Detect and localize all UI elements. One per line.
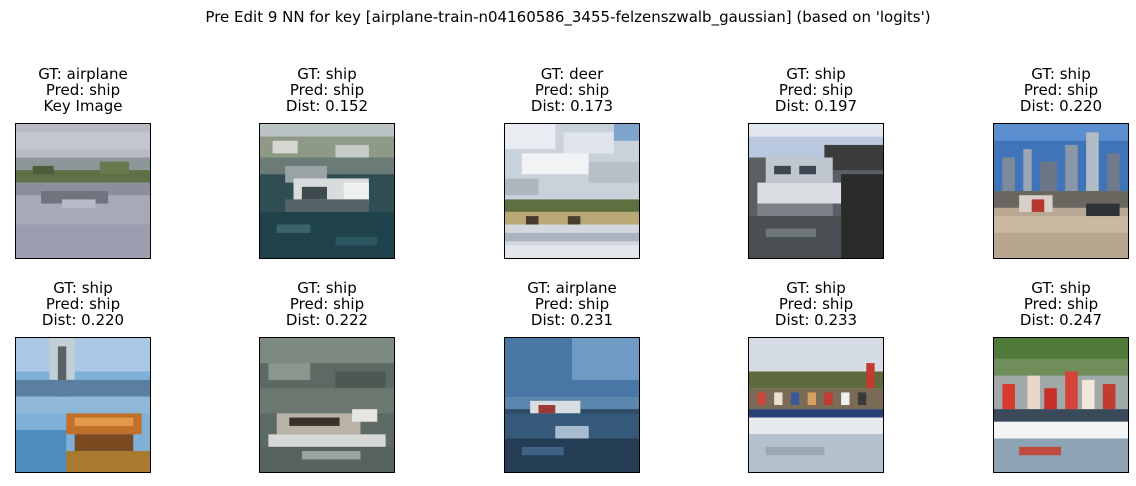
pred-label: Pred: ship: [778, 81, 854, 99]
gt-label: GT: airplane: [527, 279, 617, 297]
panel-title: GT: airplane Pred: ship Key Image: [0, 66, 191, 114]
crowded-boat-thumbnail: [748, 337, 884, 473]
city-skyline-waterfront-thumbnail: [993, 123, 1129, 259]
seaplane-on-blue-water-thumbnail: [504, 337, 640, 473]
pred-label: Pred: ship: [534, 81, 610, 99]
gt-label: GT: ship: [786, 279, 846, 297]
white-boat-in-harbor-thumbnail: [259, 123, 395, 259]
dragon-boat-rowers-thumbnail: [993, 337, 1129, 473]
gt-label: GT: ship: [1031, 65, 1091, 83]
info-label: Dist: 0.197: [774, 97, 858, 115]
panel-title: GT: ship Pred: ship Dist: 0.222: [219, 280, 435, 328]
panel-title: GT: ship Pred: ship Dist: 0.197: [708, 66, 924, 114]
panel-title: GT: ship Pred: ship Dist: 0.220: [0, 280, 191, 328]
gt-label: GT: ship: [297, 65, 357, 83]
pred-label: Pred: ship: [1023, 295, 1099, 313]
gt-label: GT: ship: [786, 65, 846, 83]
panel-title: GT: ship Pred: ship Dist: 0.152: [219, 66, 435, 114]
gt-label: GT: deer: [540, 65, 604, 83]
pred-label: Pred: ship: [289, 81, 365, 99]
pred-label: Pred: ship: [45, 81, 121, 99]
pred-label: Pred: ship: [534, 295, 610, 313]
info-label: Dist: 0.152: [285, 97, 369, 115]
pred-label: Pred: ship: [45, 295, 121, 313]
info-label: Dist: 0.220: [41, 311, 125, 329]
info-label: Dist: 0.173: [530, 97, 614, 115]
pred-label: Pred: ship: [778, 295, 854, 313]
gt-label: GT: ship: [53, 279, 113, 297]
gt-label: GT: ship: [1031, 279, 1091, 297]
panel-title: GT: deer Pred: ship Dist: 0.173: [464, 66, 680, 114]
info-label: Dist: 0.231: [530, 311, 614, 329]
cloudy-sky-over-marsh-thumbnail: [504, 123, 640, 259]
panel-title: GT: airplane Pred: ship Dist: 0.231: [464, 280, 680, 328]
gray-lake-with-airplane-thumbnail: [15, 123, 151, 259]
info-label: Dist: 0.222: [285, 311, 369, 329]
info-label: Dist: 0.247: [1019, 311, 1103, 329]
info-label: Dist: 0.220: [1019, 97, 1103, 115]
info-label: Dist: 0.233: [774, 311, 858, 329]
figure-title: Pre Edit 9 NN for key [airplane-train-n0…: [205, 8, 931, 26]
gt-label: GT: airplane: [38, 65, 128, 83]
pred-label: Pred: ship: [1023, 81, 1099, 99]
panel-title: GT: ship Pred: ship Dist: 0.233: [708, 280, 924, 328]
gt-label: GT: ship: [297, 279, 357, 297]
wooden-rowboat-on-water-thumbnail: [15, 337, 151, 473]
boat-at-dock-thumbnail: [748, 123, 884, 259]
pred-label: Pred: ship: [289, 295, 365, 313]
panel-title: GT: ship Pred: ship Dist: 0.247: [953, 280, 1136, 328]
speedboat-wake-thumbnail: [259, 337, 395, 473]
info-label: Key Image: [43, 97, 123, 115]
panel-title: GT: ship Pred: ship Dist: 0.220: [953, 66, 1136, 114]
